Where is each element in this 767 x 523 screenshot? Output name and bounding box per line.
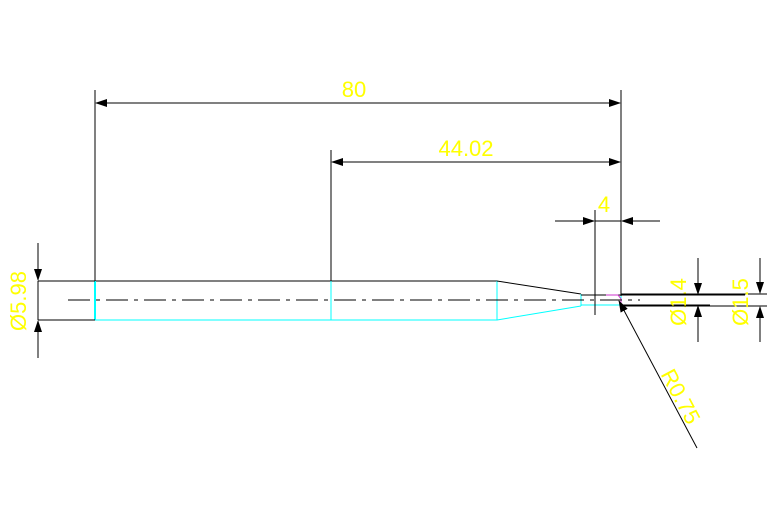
dimension-tip-diameter: Ø1.5 [621, 258, 767, 342]
dimension-text-5-98: Ø5.98 [6, 271, 31, 331]
dimension-tip-length: 4 [555, 192, 660, 315]
dimension-tip-radius: R0.75 [618, 300, 706, 449]
dimension-shank-diameter: Ø5.98 [6, 243, 95, 358]
dimension-neck-diameter: Ø1.4 [621, 258, 745, 342]
dimension-text-r0-75: R0.75 [656, 365, 706, 429]
dimension-shank-length: 44.02 [330, 136, 621, 281]
dimension-text-1-4: Ø1.4 [666, 278, 691, 326]
dimension-text-80: 80 [342, 77, 366, 102]
taper-bottom-edge [496, 305, 582, 321]
dimension-overall-length: 80 [94, 77, 622, 296]
taper-top-edge [496, 280, 582, 295]
leader-line-r0-75 [618, 300, 698, 449]
tool-body [68, 280, 640, 321]
dimension-text-1-5: Ø1.5 [728, 278, 753, 326]
dimension-text-44-02: 44.02 [438, 136, 493, 161]
dimension-text-4: 4 [598, 192, 610, 217]
